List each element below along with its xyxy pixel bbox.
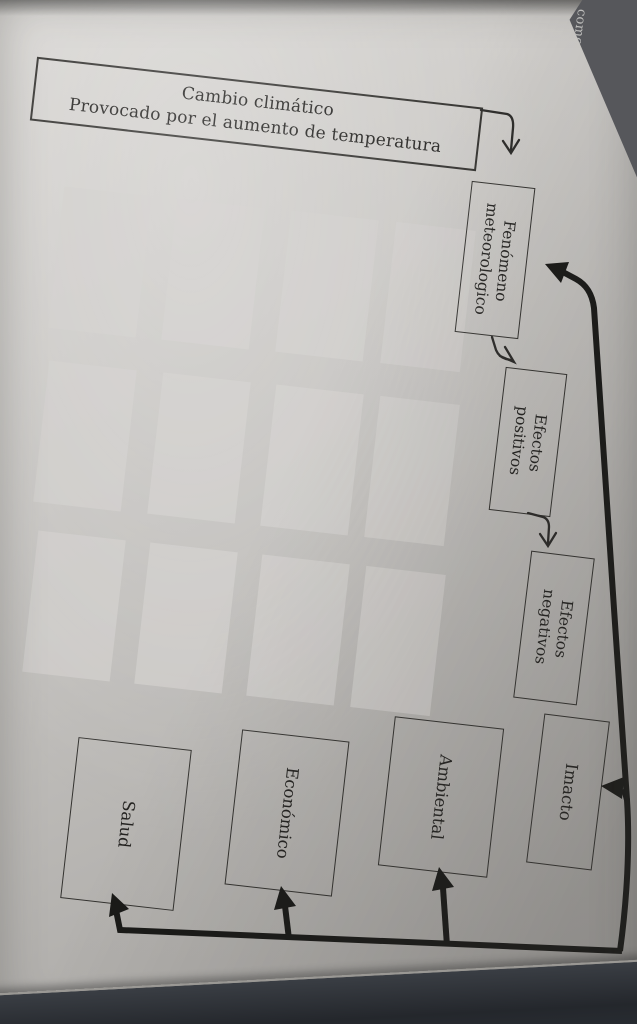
riser-to-imacto <box>617 788 632 952</box>
ambiental-stem <box>440 887 450 947</box>
ghost-cell <box>161 198 265 350</box>
feedback-line <box>559 268 630 801</box>
thick-arrowheads <box>109 262 624 917</box>
thin-arrows <box>479 108 558 549</box>
arrow-title-to-fenomeno <box>479 108 515 152</box>
ghost-cell <box>246 554 350 706</box>
arrowhead-into-ambiental <box>432 867 454 891</box>
bottom-bus-line <box>113 909 623 954</box>
ghost-cell <box>364 395 460 547</box>
arrowhead-into-imacto <box>601 777 624 799</box>
ghost-cell <box>33 360 137 512</box>
ghost-cell <box>134 542 238 694</box>
arrowhead-feedback-top <box>545 262 569 283</box>
arrowhead-into-salud <box>109 893 129 917</box>
ghost-cell <box>380 221 476 373</box>
ghost-cell <box>275 210 379 362</box>
thick-lines <box>113 268 632 954</box>
arrowhead-into-economico <box>274 886 296 910</box>
ghost-cell <box>350 565 446 717</box>
ghost-cell <box>48 186 152 338</box>
economico-stem <box>282 905 292 940</box>
arrow-positivos-to-negativos <box>526 511 551 545</box>
ghost-cell <box>260 384 364 536</box>
ghost-cell <box>147 372 251 524</box>
ghost-cell <box>22 530 126 682</box>
